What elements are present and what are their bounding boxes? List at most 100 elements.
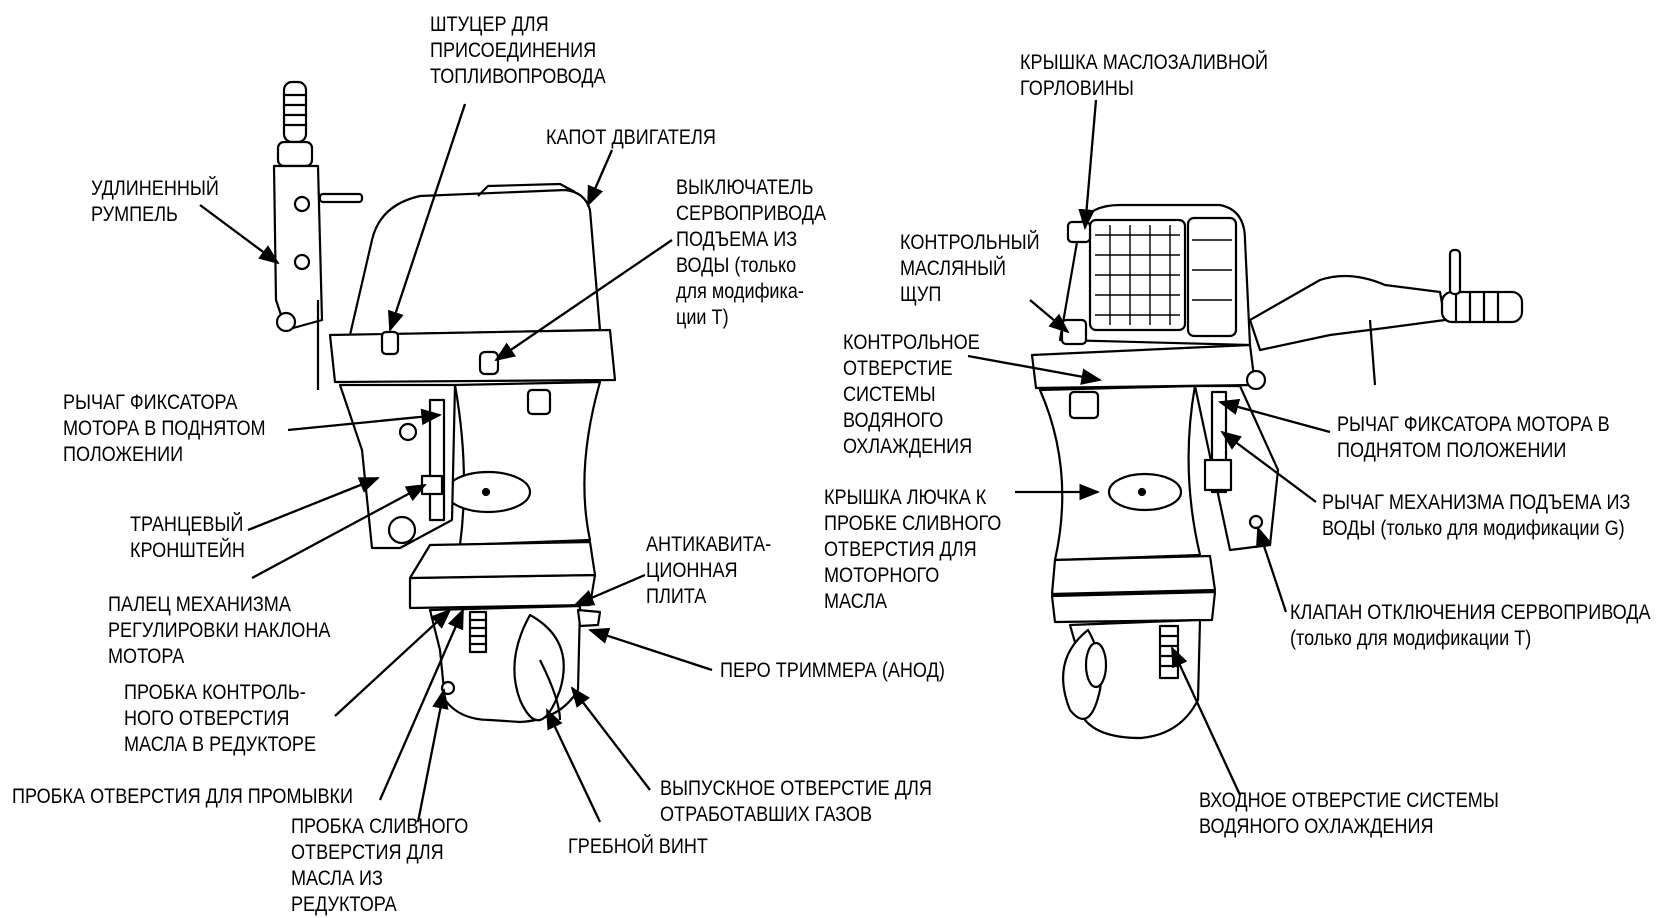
leader-cooling-check-hole [967, 354, 1103, 385]
tiller-handle-left [272, 80, 364, 390]
label-dipstick: КОНТРОЛЬНЫЙ МАСЛЯНЫЙ ЩУП [900, 230, 1040, 308]
label-line: РЕДУКТОРА [291, 893, 397, 916]
leader-lines-right [967, 99, 1331, 796]
powerhead-right [1058, 203, 1252, 347]
label-line: ПРОБКА ОТВЕРСТИЯ ДЛЯ ПРОМЫВКИ [12, 785, 354, 808]
label-fuel-connector: ШТУЦЕР ДЛЯ ПРИСОЕДИНЕНИЯ ТОПЛИВОПРОВОДА [430, 12, 606, 90]
label-line: ОХЛАЖДЕНИЯ [843, 435, 973, 458]
label-line: УДЛИНЕННЫЙ [91, 177, 219, 200]
leader-manual-relief-valve [1256, 526, 1288, 613]
leader-propeller [545, 708, 602, 823]
label-line: МАСЛА ИЗ [291, 867, 383, 890]
label-gear-oil-drain-plug: ПРОБКА СЛИВНОГО ОТВЕРСТИЯ ДЛЯ МАСЛА ИЗ Р… [291, 814, 468, 918]
label-line: ТОПЛИВОПРОВОДА [430, 65, 606, 88]
leader-trim-tab [588, 627, 713, 672]
tiller-right [1248, 248, 1524, 386]
label-extended-tiller: УДЛИНЕННЫЙ РУМПЕЛЬ [91, 176, 219, 228]
label-line: ОТВЕРСТИЯ ДЛЯ [291, 841, 444, 864]
propeller-left [513, 613, 565, 722]
label-line: ПОДНЯТОМ ПОЛОЖЕНИИ [1337, 439, 1567, 462]
label-line: РЫЧАГ ФИКСАТОРА МОТОРА В [1337, 413, 1610, 436]
leader-gear-oil-drain [416, 687, 449, 823]
stern-bracket-left [338, 383, 457, 550]
label-line: ПРОБКА КОНТРОЛЬ- [124, 681, 306, 704]
label-line: РЕГУЛИРОВКИ НАКЛОНА [108, 619, 331, 642]
label-line: ЩУП [900, 283, 942, 306]
label-line: НОГО ОТВЕРСТИЯ [124, 707, 290, 730]
label-line: ВОДЫ (только для модификации G) [1322, 517, 1625, 540]
label-line: ции Т) [676, 306, 729, 329]
label-line: СИСТЕМЫ [843, 383, 936, 406]
engine-cowl-left [328, 182, 617, 384]
label-tilt-lever: РЫЧАГ МЕХАНИЗМА ПОДЪЕМА ИЗ ВОДЫ (только … [1322, 490, 1630, 542]
leader-extended-tiller [199, 204, 280, 265]
label-line: МАСЛЯНЫЙ [900, 257, 1007, 280]
label-line: ШТУЦЕР ДЛЯ [430, 13, 549, 36]
right-motor-illustration [1030, 203, 1524, 740]
label-line: ОТРАБОТАВШИХ ГАЗОВ [660, 803, 873, 826]
label-line: МАСЛА В РЕДУКТОРЕ [124, 733, 316, 756]
leader-tilt-lever [1220, 430, 1317, 503]
label-line: ЦИОННАЯ [646, 559, 738, 582]
leader-engine-cover [586, 149, 614, 207]
label-line: КРОНШТЕЙН [130, 539, 245, 562]
label-line: ПОДЪЕМА ИЗ [676, 228, 798, 251]
label-line: РЫЧАГ МЕХАНИЗМА ПОДЪЕМА ИЗ [1322, 491, 1631, 514]
label-line: ПАЛЕЦ МЕХАНИЗМА [108, 593, 291, 616]
label-line: ОТВЕРСТИЯ ДЛЯ [824, 538, 977, 561]
label-line: ГРЕБНОЙ ВИНТ [568, 835, 708, 858]
label-engine-cover: КАПОТ ДВИГАТЕЛЯ [546, 125, 716, 151]
label-line: ПРОБКА СЛИВНОГО [291, 815, 469, 838]
label-oil-filler-cap: КРЫШКА МАСЛОЗАЛИВНОЙ ГОРЛОВИНЫ [1020, 50, 1268, 102]
label-line: ВОДЯНОГО ОХЛАЖДЕНИЯ [1199, 815, 1434, 838]
label-line: ПОЛОЖЕНИИ [63, 443, 184, 466]
propeller-right [1062, 628, 1108, 720]
label-line: КРЫШКА МАСЛОЗАЛИВНОЙ [1020, 51, 1269, 74]
label-tilt-lock-lever: РЫЧАГ ФИКСАТОРА МОТОРА В ПОДНЯТОМ ПОЛОЖЕ… [63, 390, 266, 468]
label-line: РЫЧАГ ФИКСАТОРА [63, 391, 238, 414]
label-line: ВЫКЛЮЧАТЕЛЬ [676, 176, 814, 199]
label-line: АНТИКАВИТА- [646, 533, 772, 556]
label-anti-cavitation-plate: АНТИКАВИТА- ЦИОННАЯ ПЛИТА [646, 532, 771, 610]
leader-anti-cavitation-plate [573, 573, 646, 607]
leader-dipstick [1029, 299, 1070, 334]
label-line: ТРАНЦЕВЫЙ [130, 513, 244, 536]
label-exhaust-outlet: ВЫПУСКНОЕ ОТВЕРСТИЕ ДЛЯ ОТРАБОТАВШИХ ГАЗ… [660, 776, 932, 828]
label-trim-pin: ПАЛЕЦ МЕХАНИЗМА РЕГУЛИРОВКИ НАКЛОНА МОТО… [108, 592, 330, 670]
label-line: ОТВЕРСТИЕ [843, 357, 953, 380]
gearcase-left [408, 540, 602, 724]
leader-tilt-lock-lever [287, 408, 443, 432]
midsection-left [444, 380, 602, 547]
left-motor-illustration [272, 80, 617, 724]
label-line: для модифика- [676, 280, 804, 303]
label-line: СЕРВОПРИВОДА [676, 202, 827, 225]
label-power-tilt-switch: ВЫКЛЮЧАТЕЛЬ СЕРВОПРИВОДА ПОДЪЕМА ИЗ ВОДЫ… [676, 175, 826, 331]
label-propeller: ГРЕБНОЙ ВИНТ [568, 834, 708, 860]
label-manual-relief-valve: КЛАПАН ОТКЛЮЧЕНИЯ СЕРВОПРИВОДА (только д… [1290, 600, 1651, 652]
label-line: КЛАПАН ОТКЛЮЧЕНИЯ СЕРВОПРИВОДА [1290, 601, 1651, 624]
label-line: РУМПЕЛЬ [91, 203, 178, 226]
label-line: КОНТРОЛЬНОЕ [843, 331, 980, 354]
label-line: КАПОТ ДВИГАТЕЛЯ [546, 126, 716, 149]
label-line: КРЫШКА ЛЮЧКА К [824, 486, 987, 509]
leader-oil-level-plug [334, 608, 452, 717]
label-line: ПЛИТА [646, 585, 707, 608]
label-line: ГОРЛОВИНЫ [1020, 77, 1134, 100]
label-water-intake: ВХОДНОЕ ОТВЕРСТИЕ СИСТЕМЫ ВОДЯНОГО ОХЛАЖ… [1199, 788, 1499, 840]
label-oil-level-plug: ПРОБКА КОНТРОЛЬ- НОГО ОТВЕРСТИЯ МАСЛА В … [124, 680, 316, 758]
midsection-right [1030, 343, 1280, 562]
leader-lines-left [199, 103, 713, 823]
label-line: КОНТРОЛЬНЫЙ [900, 231, 1040, 254]
leader-trim-pin [251, 483, 427, 580]
label-line: ПРИСОЕДИНЕНИЯ [430, 39, 597, 62]
label-line: МОТОРНОГО [824, 564, 940, 587]
leader-oil-filler-cap [1078, 99, 1098, 231]
leader-fuel-connector [388, 103, 467, 332]
label-line: (только для модификации Т) [1290, 627, 1532, 650]
label-cooling-check-hole: КОНТРОЛЬНОЕ ОТВЕРСТИЕ СИСТЕМЫ ВОДЯНОГО О… [843, 330, 980, 460]
label-line: МАСЛА [824, 590, 888, 613]
label-line: ВОДЯНОГО [843, 409, 944, 432]
label-line: ПЕРО ТРИММЕРА (АНОД) [720, 659, 945, 682]
label-line: ВХОДНОЕ ОТВЕРСТИЕ СИСТЕМЫ [1199, 789, 1499, 812]
